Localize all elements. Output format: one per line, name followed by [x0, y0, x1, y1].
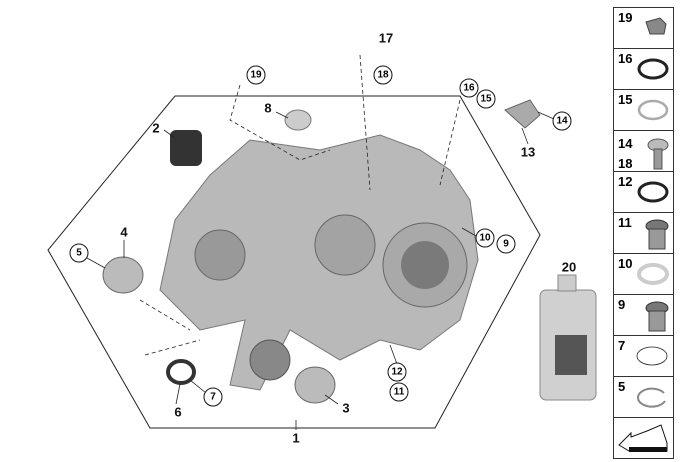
- plug-8: [284, 109, 312, 131]
- callout-17[interactable]: 17: [378, 30, 394, 46]
- callout-20[interactable]: 20: [561, 259, 577, 275]
- ring-6: [166, 359, 196, 385]
- callout-11[interactable]: 11: [389, 382, 409, 402]
- callout-3[interactable]: 3: [342, 400, 350, 416]
- assembly-outline: [47, 95, 541, 429]
- part-number: 16: [618, 51, 633, 66]
- part-number: 7: [618, 338, 626, 353]
- bearing-3: [294, 366, 336, 404]
- callout-2[interactable]: 2: [152, 120, 160, 136]
- bushing-2: [170, 130, 202, 166]
- callout-19[interactable]: 19: [246, 65, 266, 85]
- part-number: 10: [618, 256, 633, 271]
- final-drive-diagram: [47, 54, 597, 430]
- parts-sidebar: 19 16 15 14 18 12 11 10 9 7 5: [613, 7, 674, 459]
- sensor-13: [504, 99, 541, 129]
- callout-10[interactable]: 10: [475, 228, 495, 248]
- part-number: 14 18: [618, 136, 633, 171]
- callout-4[interactable]: 4: [120, 224, 128, 240]
- sidebar-part-15[interactable]: 15: [614, 90, 673, 131]
- sidebar-part-12[interactable]: 12: [614, 172, 673, 213]
- callout-7[interactable]: 7: [203, 387, 223, 407]
- callout-18[interactable]: 18: [373, 65, 393, 85]
- part-number: 9: [618, 297, 626, 312]
- callout-12[interactable]: 12: [387, 362, 407, 382]
- callout-16[interactable]: 16: [459, 78, 479, 98]
- sidebar-part-5[interactable]: 5: [614, 377, 673, 418]
- callout-15[interactable]: 15: [476, 89, 496, 109]
- sidebar-part-7[interactable]: 7: [614, 336, 673, 377]
- callout-1[interactable]: 1: [292, 430, 300, 446]
- housing-illustration: [159, 134, 479, 391]
- part-number: 5: [618, 379, 626, 394]
- callout-6[interactable]: 6: [174, 404, 182, 420]
- callout-8[interactable]: 8: [264, 100, 272, 116]
- bearing-4: [102, 256, 144, 294]
- sidebar-part-19[interactable]: 19: [614, 8, 673, 49]
- part-number: 19: [618, 10, 633, 25]
- sidebar-part-9[interactable]: 9: [614, 295, 673, 336]
- sidebar-part-16[interactable]: 16: [614, 49, 673, 90]
- callout-14[interactable]: 14: [552, 111, 572, 131]
- sidebar-part-14-18[interactable]: 14 18: [614, 131, 673, 172]
- part-number: 12: [618, 174, 633, 189]
- callout-13[interactable]: 13: [520, 144, 536, 160]
- part-number: 15: [618, 92, 633, 107]
- sidebar-part-nav-arrow[interactable]: [614, 418, 673, 458]
- sidebar-part-11[interactable]: 11: [614, 213, 673, 254]
- part-number: 11: [618, 215, 632, 230]
- sidebar-part-10[interactable]: 10: [614, 254, 673, 295]
- callout-5[interactable]: 5: [69, 243, 89, 263]
- callout-9[interactable]: 9: [496, 234, 516, 254]
